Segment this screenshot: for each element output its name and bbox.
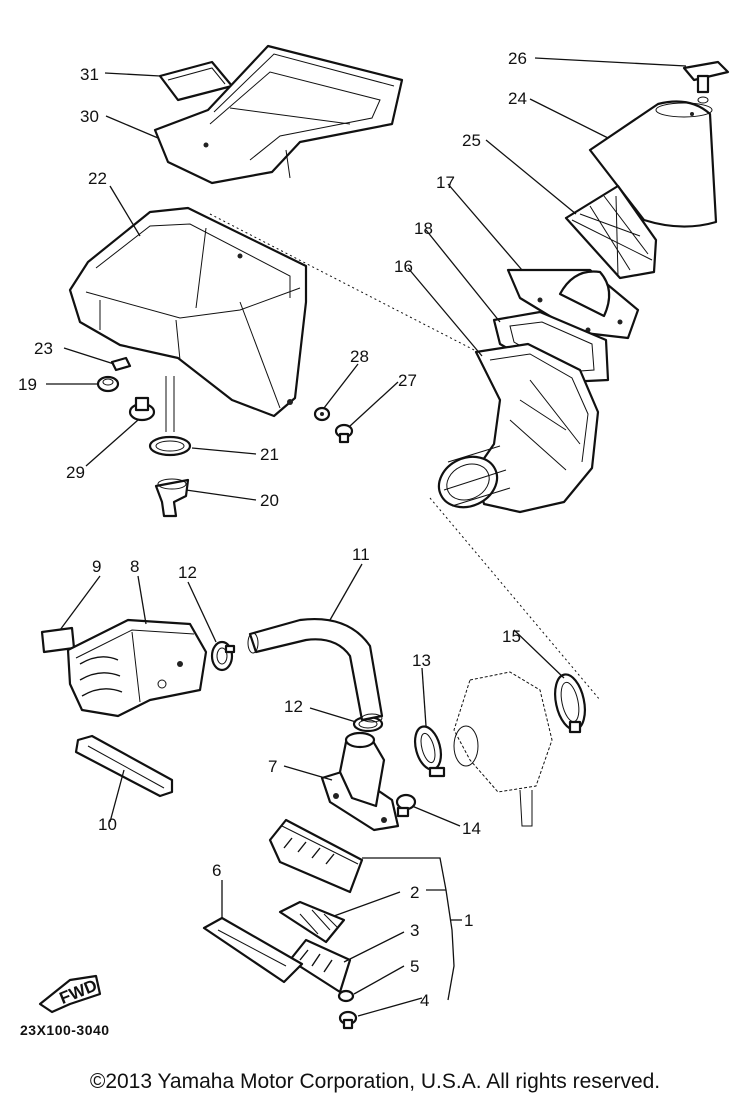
callout-12-lower: 12 <box>284 697 303 716</box>
callout-5: 5 <box>410 957 419 976</box>
part-21-o-ring[interactable] <box>148 376 192 457</box>
callout-17: 17 <box>436 173 455 192</box>
part-14-fitting[interactable] <box>395 793 417 818</box>
part-12-clamp-upper[interactable] <box>210 640 236 672</box>
callout-11: 11 <box>352 545 370 564</box>
callout-6: 6 <box>212 861 221 880</box>
callout-29: 29 <box>66 463 85 482</box>
callout-30: 30 <box>80 107 99 126</box>
part-1-reed-valve-assembly[interactable] <box>268 818 364 894</box>
part-8-intake-silencer[interactable] <box>66 618 208 718</box>
callout-22: 22 <box>88 169 107 188</box>
callout-14: 14 <box>462 819 481 838</box>
leader-lines <box>46 57 687 1017</box>
callout-26: 26 <box>508 49 527 68</box>
fwd-direction-badge: FWD <box>38 974 102 1014</box>
catalog-code: 23X100-3040 <box>20 1022 110 1038</box>
callout-labels: 31 30 22 23 19 29 21 20 28 27 26 24 25 1… <box>18 49 527 1010</box>
part-19-grommet[interactable] <box>96 375 120 393</box>
part-11-intake-hose[interactable] <box>247 618 384 723</box>
part-29-drain-plug[interactable] <box>128 396 156 422</box>
part-25-filter-cage[interactable] <box>564 184 658 280</box>
callout-12-upper: 12 <box>178 563 197 582</box>
callout-19: 19 <box>18 375 37 394</box>
callout-2: 2 <box>410 883 419 902</box>
part-23-clip[interactable] <box>110 356 132 372</box>
part-18-gasket[interactable] <box>492 310 610 384</box>
part-26-wing-nut[interactable] <box>682 60 730 104</box>
part-30-airbox-cover[interactable] <box>153 44 404 185</box>
part-10-silencer-band[interactable] <box>74 734 174 798</box>
part-17-filter-guide[interactable] <box>506 268 640 340</box>
callout-21: 21 <box>260 445 279 464</box>
part-28-washer[interactable] <box>313 406 331 422</box>
callout-3: 3 <box>410 921 419 940</box>
copyright-notice: ©2013 Yamaha Motor Corporation, U.S.A. A… <box>89 1070 661 1093</box>
callout-4: 4 <box>420 991 429 1010</box>
callout-1: 1 <box>464 911 473 930</box>
callout-28: 28 <box>350 347 369 366</box>
callout-24: 24 <box>508 89 527 108</box>
part-3-reed-stopper[interactable] <box>288 938 352 994</box>
part-6-reed-gasket[interactable] <box>202 916 304 984</box>
part-7-reed-valve-housing[interactable] <box>320 731 400 832</box>
callout-25: 25 <box>462 131 481 150</box>
part-24-filter-element[interactable] <box>588 100 718 228</box>
part-5-washer[interactable] <box>337 989 355 1003</box>
callout-13: 13 <box>412 651 431 670</box>
callout-20: 20 <box>260 491 279 510</box>
fwd-badge-text: FWD <box>57 976 100 1008</box>
callout-10: 10 <box>98 815 117 834</box>
part-4-screw[interactable] <box>338 1010 358 1030</box>
part-27-bolt[interactable] <box>334 423 354 444</box>
part-2-reed-petals[interactable] <box>278 900 346 944</box>
reference-lines <box>209 213 601 701</box>
part-13-hose-clamp[interactable] <box>411 724 446 778</box>
callout-9: 9 <box>92 557 101 576</box>
part-22-airbox-case[interactable] <box>68 206 308 418</box>
callout-27: 27 <box>398 371 417 390</box>
carburetor-reference <box>453 671 553 827</box>
part-15-clamp-band[interactable] <box>550 672 589 734</box>
part-31-cover-plate[interactable] <box>158 60 234 102</box>
callout-16: 16 <box>394 257 413 276</box>
part-20-drain-hose[interactable] <box>154 478 190 518</box>
callout-15: 15 <box>502 627 521 646</box>
callout-31: 31 <box>80 65 99 84</box>
callout-8: 8 <box>130 557 139 576</box>
part-16-filter-joint[interactable] <box>431 342 600 516</box>
callout-18: 18 <box>414 219 433 238</box>
callout-7: 7 <box>268 757 277 776</box>
callout-23: 23 <box>34 339 53 358</box>
